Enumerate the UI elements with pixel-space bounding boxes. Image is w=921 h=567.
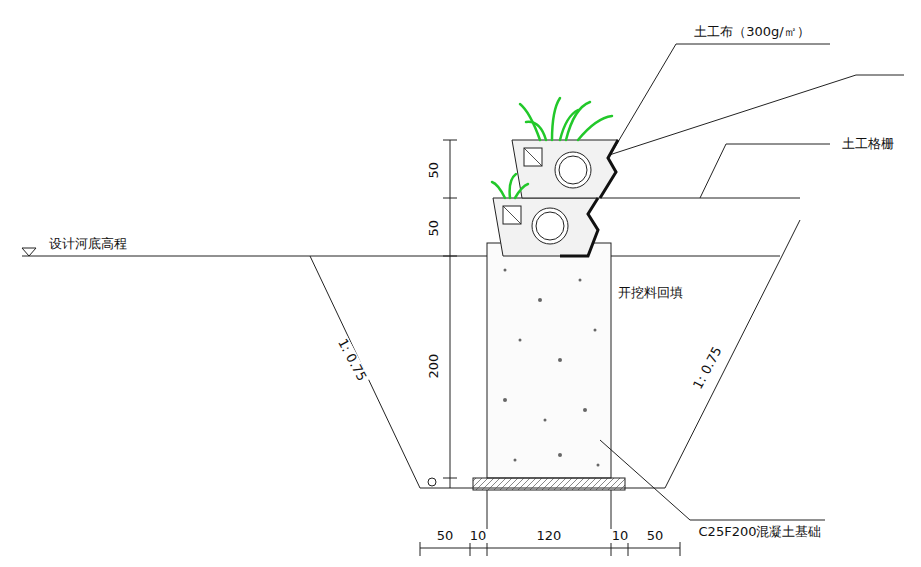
slope-ratio: 1: 0.75 xyxy=(690,343,726,394)
geogrid-label: 土工格栅 xyxy=(840,137,896,151)
slope-ratio: 1: 0.75 xyxy=(334,335,370,386)
dimension-text: 50 xyxy=(435,529,456,543)
dimension-text: 120 xyxy=(535,529,564,543)
dimension-text: 10 xyxy=(468,529,489,543)
backfill-label: 开挖料回填 xyxy=(616,286,685,300)
dimension-text: 50 xyxy=(427,160,441,181)
foundation-label: C25F200混凝土基础 xyxy=(697,525,824,539)
dimension-text: 50 xyxy=(427,218,441,239)
dimension-text: 10 xyxy=(610,529,631,543)
dimension-text: 50 xyxy=(645,529,666,543)
dimension-text: 200 xyxy=(427,352,441,381)
riverbed-elevation-label: 设计河底高程 xyxy=(47,237,129,251)
fabric-label: 土工布（300g/㎡） xyxy=(692,25,811,39)
